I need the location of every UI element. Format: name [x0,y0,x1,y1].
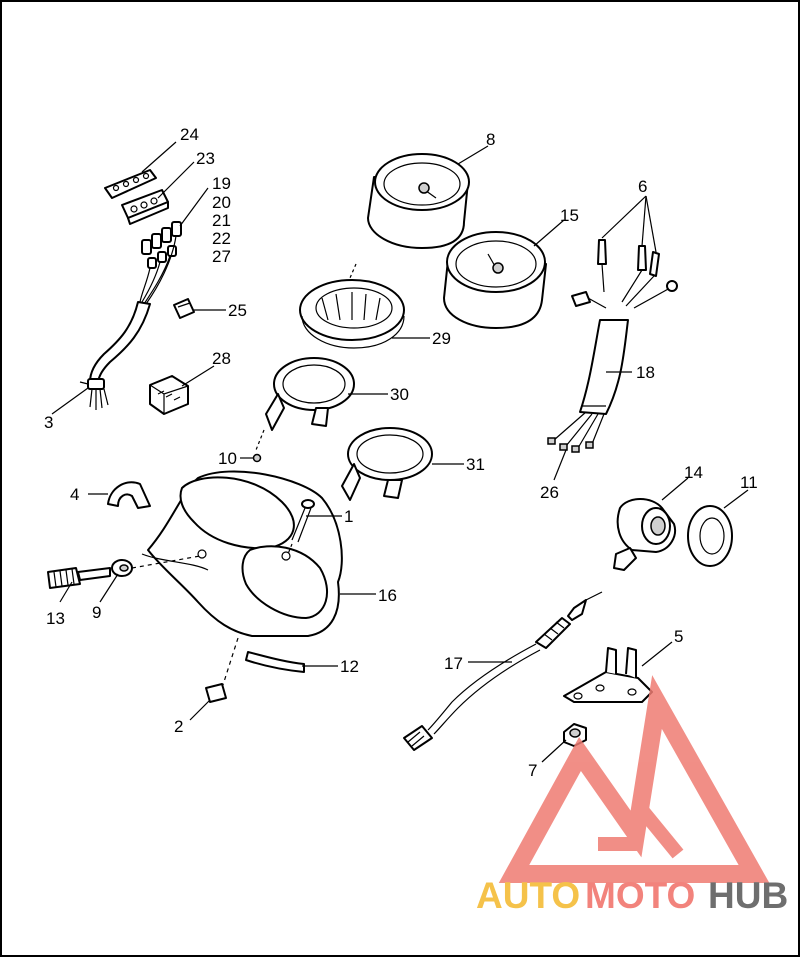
part-17-speedometer-cable [403,591,603,751]
label-18: 18 [636,363,655,382]
part-16-instrument-housing [141,470,343,689]
watermark-text: AUTO MOTO HUB [476,875,788,916]
watermark-logo [498,675,770,883]
part-6-indicator-bulbs [571,239,678,309]
part-30-gauge-bracket [255,357,355,451]
part-23-connector-housing [121,189,169,225]
part-8-speedometer [367,153,470,249]
part-24-terminal-bar [104,169,157,199]
part-15-tachometer [443,231,547,329]
label-6: 6 [638,177,647,196]
label-5: 5 [674,627,683,646]
label-3: 3 [44,413,53,432]
label-24: 24 [180,125,199,144]
label-12: 12 [340,657,359,676]
watermark-moto: MOTO [585,875,695,916]
part-18-wiring-harness [579,319,629,415]
label-8: 8 [486,130,495,149]
leader-lines [51,141,749,763]
label-7: 7 [528,761,537,780]
part-19-wire-harness [89,221,182,385]
label-11: 11 [740,473,758,492]
part-5-mounting-bracket [563,647,653,703]
part-1-screw [287,499,315,555]
label-10: 10 [218,449,237,468]
label-30: 30 [390,385,409,404]
part-10-screw [252,453,262,463]
part-29-retaining-ring [299,263,405,349]
label-15: 15 [560,206,579,225]
label-4: 4 [70,485,79,504]
part-11-gasket [687,505,733,567]
label-1: 1 [344,507,353,526]
part-28-connector [149,375,189,415]
part-3-harness-end [79,378,109,410]
label-26: 26 [540,483,559,502]
label-13: 13 [46,609,65,628]
part-4-rubber-clip [107,481,151,509]
callout-labels: 24 23 19 20 21 22 27 8 15 6 25 29 28 3 3… [44,125,758,780]
label-21: 21 [212,211,231,230]
label-28: 28 [212,349,231,368]
label-16: 16 [378,586,397,605]
part-31-gauge-bracket [341,427,433,501]
part-25-clip [173,298,195,319]
part-2-clip [205,683,227,703]
label-23: 23 [196,149,215,168]
label-14: 14 [684,463,703,482]
label-29: 29 [432,329,451,348]
label-2: 2 [174,717,183,736]
label-17: 17 [444,654,463,673]
label-9: 9 [92,603,101,622]
label-20: 20 [212,193,231,212]
label-31: 31 [466,455,485,474]
label-19: 19 [212,174,231,193]
part-12-trim-strip [245,651,305,673]
label-27: 27 [212,247,231,266]
part-14-speedometer-drive [613,498,676,571]
part-9-nut [111,555,201,577]
part-26-wire-terminals [547,411,605,453]
label-25: 25 [228,301,247,320]
part-13-reset-knob [47,567,111,589]
watermark-hub: HUB [708,875,788,916]
label-22: 22 [212,229,231,248]
watermark-auto: AUTO [476,875,580,916]
